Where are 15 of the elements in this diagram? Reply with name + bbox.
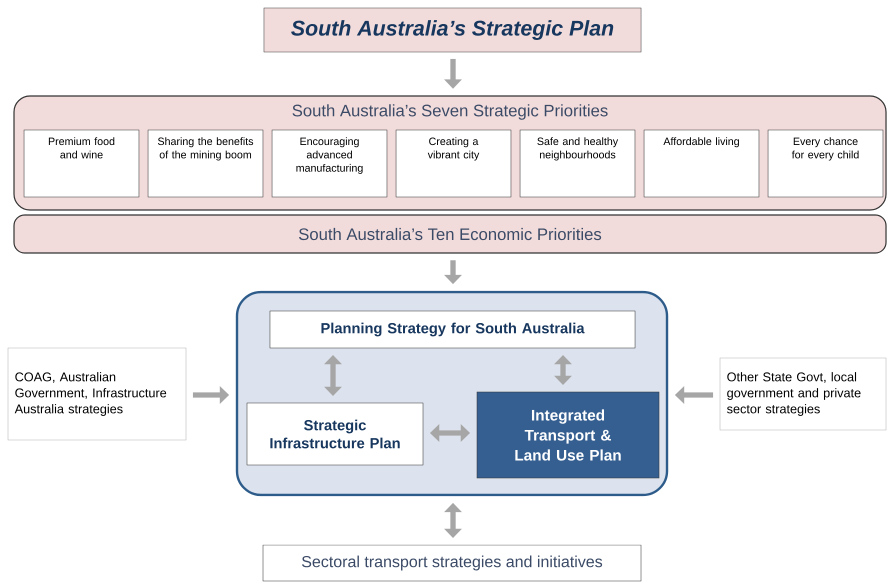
priority-box: Encouraging advanced manufacturing	[272, 130, 388, 198]
strategy-box: Integrated Transport & Land Use Plan	[476, 392, 660, 478]
priority-box: Creating a vibrant city	[396, 130, 512, 198]
strategy-box: Sectoral transport strategies and initiatives	[262, 544, 642, 582]
priorities-band: South Australia’s Ten Economic Priorities	[13, 214, 887, 254]
strategy-box: Planning Strategy for South Australia	[270, 310, 636, 348]
input-box: COAG, Australian Government, Infrastructure Australia strategies	[8, 348, 186, 440]
plan-title-box: South Australia’s Strategic Plan	[264, 8, 642, 52]
strategy-box: Strategic Infrastructure Plan	[246, 402, 424, 466]
priority-box: Premium food and wine	[24, 130, 140, 198]
priority-box: Every chance for every child	[768, 130, 884, 198]
input-box: Other State Govt, local government and private sector strategies	[720, 358, 886, 430]
priority-box: Sharing the benefits of the mining boom	[148, 130, 264, 198]
priority-box: Safe and healthy neighbourhoods	[520, 130, 636, 198]
priority-box: Affordable living	[644, 130, 760, 198]
